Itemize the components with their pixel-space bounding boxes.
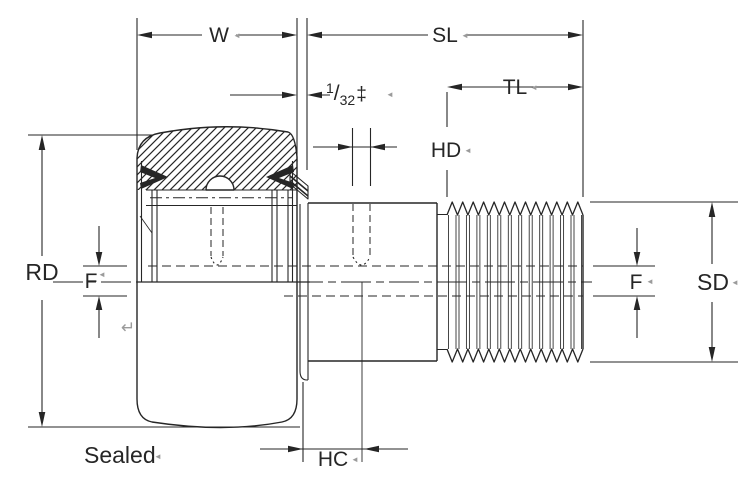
seal-right (266, 165, 294, 189)
artifact-mark-sd: ◄ (731, 278, 739, 287)
artifact-mark-hc: ◄ (351, 455, 359, 464)
clearance-dagger: ‡ (356, 84, 367, 105)
artifact-return-mark: ↵ (121, 318, 135, 337)
thread-relief (437, 213, 447, 351)
dim-label-hd: HD (431, 139, 461, 162)
dim-label-tl: TL (503, 76, 528, 99)
sleeve-groove-mark (139, 215, 153, 234)
dimension-arrowheads (38, 31, 716, 453)
dim-label-sl: SL (432, 24, 458, 47)
clearance-denominator: 32 (340, 92, 356, 108)
dimension-lines (41, 34, 713, 450)
retainer-lip (289, 170, 309, 200)
roller-head (136, 126, 310, 429)
inner-sleeve-lines (151, 190, 289, 282)
roller-outline (136, 126, 298, 429)
dimension-labels: W ◄ SL ◄ TL ◄ HD ◄ 1/32‡ ◄ RD F ◄ F ◄ SD… (25, 24, 739, 471)
thread-crests-bottom (446, 348, 584, 363)
dim-label-f-right: F (630, 271, 643, 294)
flange (299, 203, 309, 381)
dim-label-hc: HC (318, 448, 348, 471)
artifact-mark-tl: ◄ (530, 83, 538, 92)
caption-sealed: Sealed (84, 442, 156, 468)
artifact-mark-f-right: ◄ (646, 277, 654, 286)
roller-inner-faces (140, 161, 294, 282)
stud-end-dome (205, 175, 235, 191)
extension-lines (28, 18, 738, 462)
lube-hole-radial-shank (352, 204, 371, 256)
dim-label-clearance: 1/32‡ (326, 80, 367, 108)
lube-hole-radial-shank-tip (352, 256, 371, 266)
stud (148, 201, 584, 381)
dim-label-sd: SD (697, 269, 729, 295)
artifact-mark-hd: ◄ (464, 146, 472, 155)
artifact-mark-clearance: ◄ (386, 90, 394, 99)
artifact-mark-sl: ◄ (461, 31, 469, 40)
centerlines (53, 281, 592, 462)
lube-hole-radial-head (210, 207, 224, 256)
thread-crests-top (446, 201, 584, 216)
dim-label-rd: RD (25, 259, 58, 285)
clearance-numerator: 1 (326, 80, 334, 96)
lube-hole-axial (148, 265, 583, 297)
artifact-mark-sealed: ◄ (154, 452, 162, 461)
artifact-mark-f-left: ◄ (98, 270, 106, 279)
seal-left (140, 165, 168, 189)
dim-label-f-left: F (85, 270, 98, 293)
artifact-mark-w: ◄ (233, 31, 241, 40)
outer-ring-hatch (137, 126, 297, 190)
dim-label-w: W (209, 24, 229, 47)
lube-hole-radial-head-tip (210, 256, 224, 266)
